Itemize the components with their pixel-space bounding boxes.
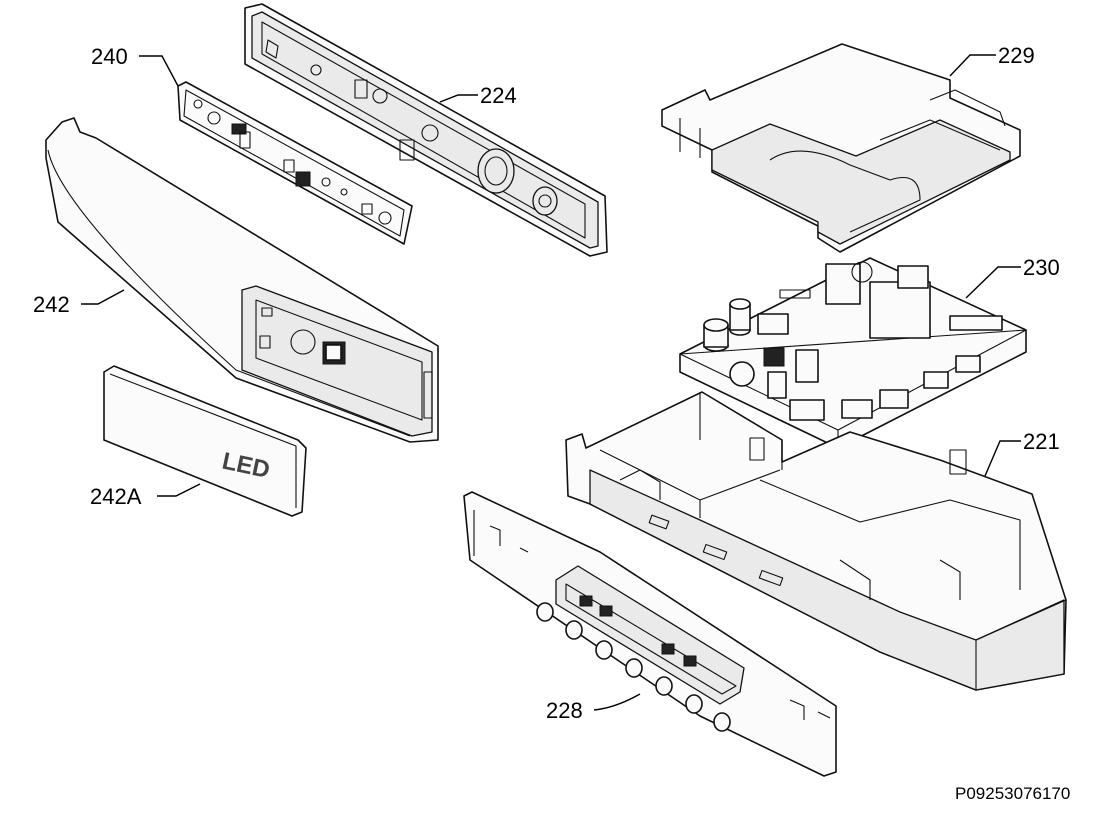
leader-221 (984, 440, 1021, 477)
callout-240: 240 (91, 44, 128, 69)
callout-229: 229 (998, 43, 1035, 68)
callout-228: 228 (546, 698, 583, 723)
part-240-pcb-strip (177, 81, 413, 245)
callout-230: 230 (1023, 255, 1060, 280)
part-229-housing-cover (661, 43, 1021, 253)
leader-230 (965, 266, 1021, 299)
part-230-main-pcb (679, 257, 1027, 449)
part-224-bracket (244, 3, 608, 257)
keypad-buttons (536, 602, 731, 732)
part-228-keypad-panel (463, 491, 837, 777)
part-221-base-tray (565, 391, 1067, 691)
callout-221: 221 (1023, 429, 1060, 454)
callout-224: 224 (480, 83, 517, 108)
leader-242 (81, 289, 125, 305)
document-reference-number: P09253076170 (955, 784, 1070, 803)
callout-242a: 242A (90, 484, 142, 509)
part-242-front-fascia (45, 117, 439, 443)
leader-224 (439, 94, 478, 103)
callout-labels: 240 224 229 230 242 221 242A 228 (33, 43, 1060, 723)
leader-229 (949, 54, 996, 77)
leader-240 (139, 55, 179, 87)
part-242a-led-cover: LED (103, 365, 307, 517)
callout-242: 242 (33, 292, 70, 317)
leader-242a (157, 483, 201, 497)
leader-228 (593, 693, 641, 711)
leader-lines (81, 54, 1021, 711)
